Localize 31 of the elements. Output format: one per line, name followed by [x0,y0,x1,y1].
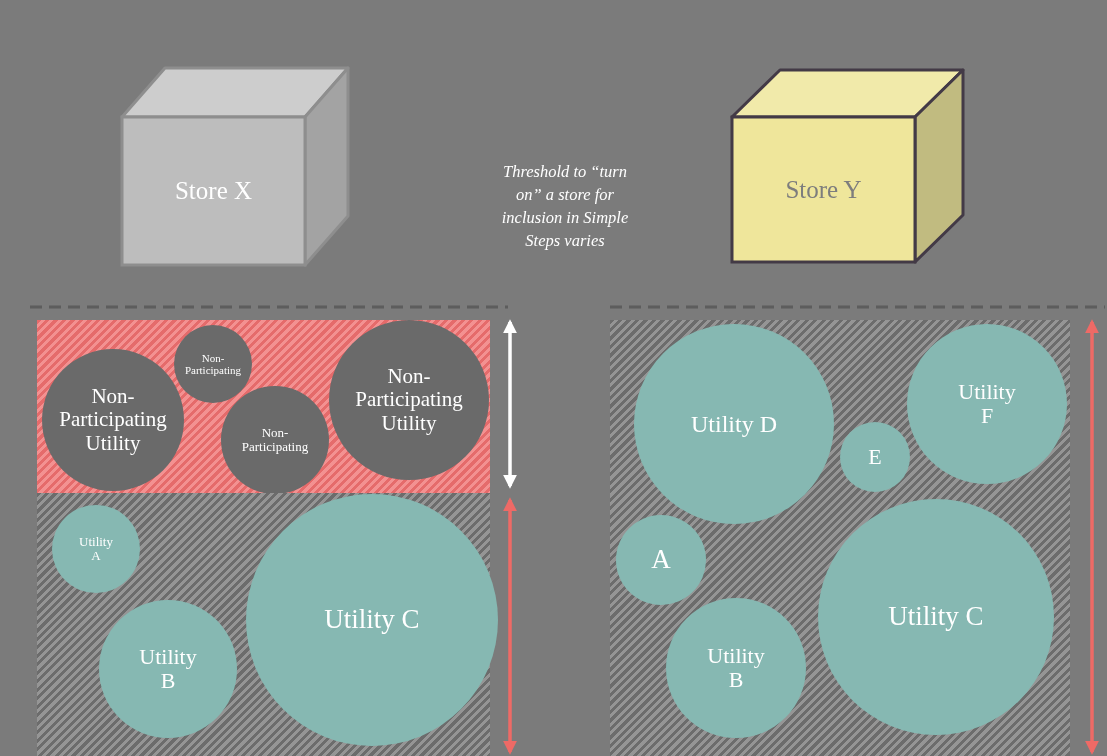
circle-label: Utility F [957,379,1017,429]
circle-label: Utility C [323,605,421,635]
circle-label: Non-Participating Utility [58,385,168,455]
threshold-note: Threshold to “turn on” a store for inclusion in Simple Steps varies [500,161,630,253]
utility-circle [52,505,140,593]
hatched-region [37,320,490,493]
utility-circle [818,499,1054,735]
circle-label: Utility C [887,602,985,632]
utility-circle [666,598,806,738]
utility-circle [907,324,1067,484]
circle-label: Utility A [78,534,114,564]
utility-circle [42,349,184,491]
circle-label: A [650,545,672,575]
utility-circle [174,325,252,403]
utility-circle [634,324,834,524]
circle-label: Utility B [706,643,766,693]
circle-label: Non-Participating [240,425,310,455]
utility-circle [99,600,237,738]
cube-label: Store Y [784,174,863,205]
circle-label: Utility B [138,644,198,694]
utility-circle [616,515,706,605]
utility-circle [246,494,498,746]
cube-label: Store X [173,176,254,206]
utility-circle [221,386,329,494]
hatched-region [610,320,1070,756]
circle-label: Non-Participating Utility [354,365,464,435]
circle-label: Utility D [690,410,778,438]
circle-label: Non-Participating [183,351,243,377]
utility-circle [840,422,910,492]
utility-circle [329,320,489,480]
circle-label: E [867,444,883,470]
